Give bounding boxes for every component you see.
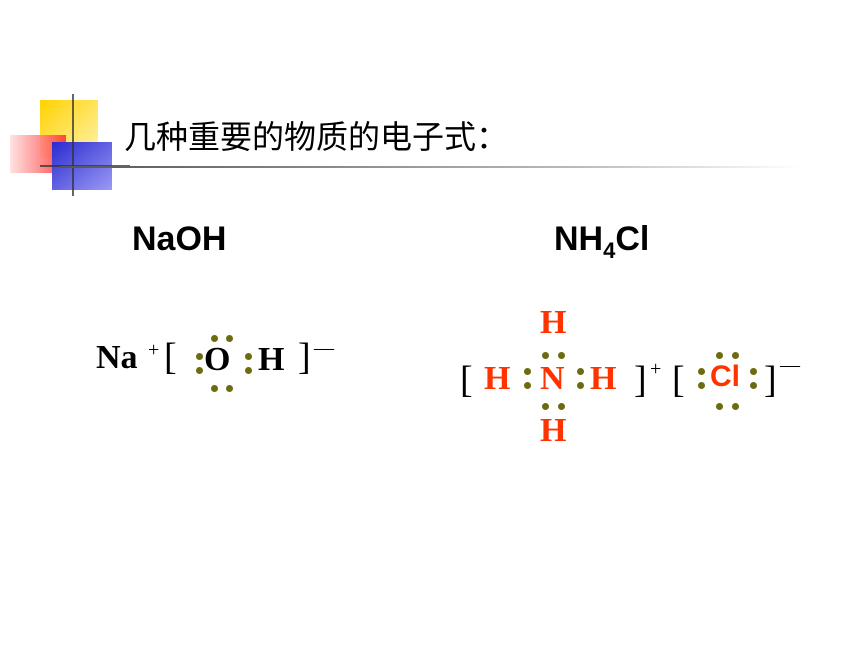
electron-dot: [750, 382, 757, 389]
nh4-h-top: H: [540, 304, 567, 341]
nh4-cation-charge: +: [650, 358, 662, 380]
nh4-nitrogen: N: [540, 360, 565, 397]
nh4cl-formula-main: NH: [554, 220, 604, 258]
electron-dot: [716, 352, 723, 359]
electron-dot: [577, 382, 584, 389]
cl-close-bracket: ]: [764, 359, 777, 401]
electron-dot: [211, 385, 218, 392]
nh4cl-electron-formula: H [ H N H ] + H [ Cl ] —: [460, 300, 820, 460]
electron-dot: [542, 403, 549, 410]
slide-title: 几种重要的物质的电子式：: [124, 118, 509, 156]
electron-dot: [226, 335, 233, 342]
electron-dot: [558, 403, 565, 410]
nh4cl-formula-tail: Cl: [615, 220, 650, 258]
nh4-h-left: H: [484, 360, 511, 397]
electron-dot: [698, 368, 705, 375]
decorative-squares: [0, 90, 130, 200]
electron-dot: [732, 352, 739, 359]
electron-dot: [196, 353, 203, 360]
electron-dot: [698, 382, 705, 389]
naoh-open-bracket: [: [164, 336, 177, 378]
naoh-electron-formula: Na + [ O H ] —: [96, 335, 356, 395]
cl-open-bracket: [: [672, 359, 685, 401]
naoh-formula: NaOH: [132, 220, 227, 258]
electron-dot: [524, 382, 531, 389]
electron-dot: [732, 403, 739, 410]
electron-dot: [245, 353, 252, 360]
nh4cl-formula: NH4Cl: [554, 220, 649, 264]
naoh-oxygen: O: [204, 341, 231, 378]
nh4-close-bracket: ]: [634, 359, 647, 401]
electron-dot: [524, 368, 531, 375]
electron-dot: [558, 352, 565, 359]
nh4-open-bracket: [: [460, 359, 473, 401]
nh4-h-right: H: [590, 360, 617, 397]
electron-dot: [245, 367, 252, 374]
cl-anion-charge: —: [780, 354, 800, 376]
cl-atom: Cl: [710, 360, 740, 393]
electron-dot: [211, 335, 218, 342]
nh4cl-formula-subscript: 4: [603, 237, 616, 263]
naoh-hydrogen: H: [258, 341, 285, 378]
naoh-cation: Na: [96, 339, 138, 376]
electron-dot: [577, 368, 584, 375]
electron-dot: [226, 385, 233, 392]
title-underline: [60, 166, 800, 168]
electron-dot: [750, 368, 757, 375]
electron-dot: [196, 367, 203, 374]
naoh-anion-charge: —: [314, 337, 334, 359]
naoh-close-bracket: ]: [298, 336, 311, 378]
electron-dot: [716, 403, 723, 410]
naoh-cation-charge: +: [148, 339, 160, 361]
nh4-h-bottom: H: [540, 412, 567, 449]
electron-dot: [542, 352, 549, 359]
